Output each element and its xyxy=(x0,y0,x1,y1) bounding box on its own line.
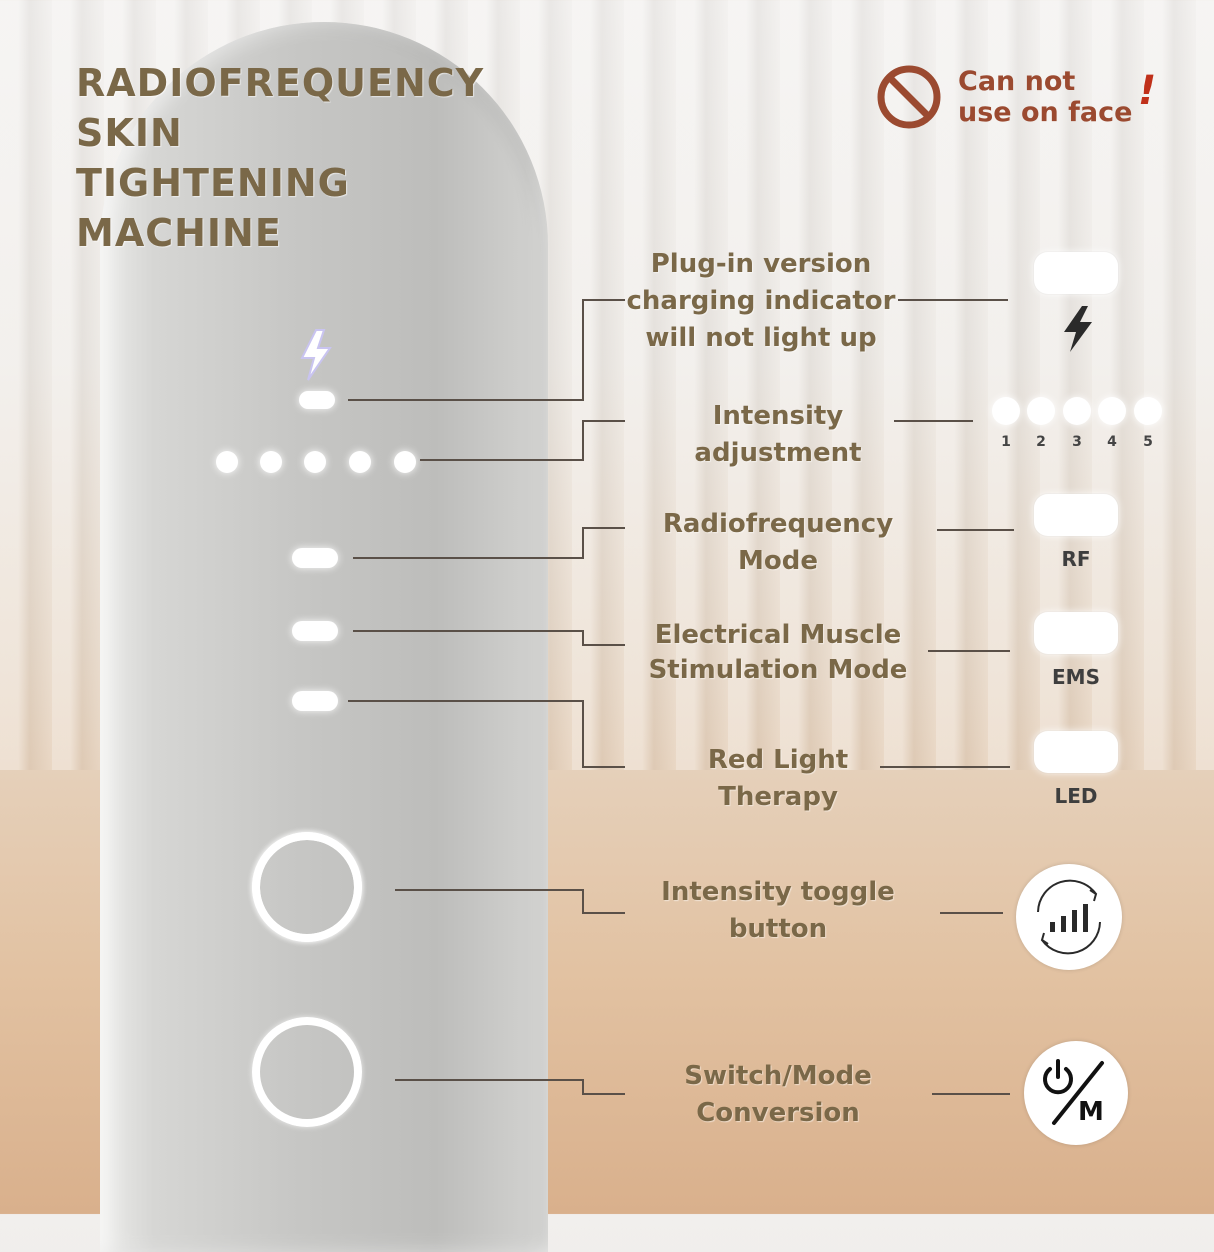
face-warning: Can not use on face ! xyxy=(874,62,1164,132)
rf-indicator-pill xyxy=(1034,494,1118,536)
intensity-level-dot xyxy=(1098,397,1126,425)
charging-indicator-pill xyxy=(1034,252,1118,294)
intensity-cycle-icon xyxy=(1037,879,1101,955)
device-intensity-dot xyxy=(216,451,238,473)
power-mode-icon-circle: M xyxy=(1024,1041,1128,1145)
device-intensity-dot xyxy=(349,451,371,473)
level-number: 4 xyxy=(1107,434,1117,450)
title-line: MACHINE xyxy=(76,211,282,255)
warning-line: Can not xyxy=(958,66,1076,97)
device-ems-indicator xyxy=(292,621,338,641)
device-intensity-dot xyxy=(304,451,326,473)
device-led-indicator xyxy=(292,691,338,711)
intensity-level-dot xyxy=(1134,397,1162,425)
level-number: 1 xyxy=(1001,434,1011,450)
lightning-bolt-icon xyxy=(1064,306,1092,352)
led-caption: LED xyxy=(1054,784,1098,808)
level-number: 3 xyxy=(1072,434,1082,450)
exclamation-mark: ! xyxy=(1138,68,1157,114)
device-intensity-dot xyxy=(260,451,282,473)
led-indicator-pill xyxy=(1034,731,1118,773)
title-line: RADIOFREQUENCY xyxy=(76,61,485,105)
title-line: TIGHTENING xyxy=(76,161,350,205)
intensity-level-dot xyxy=(1063,397,1091,425)
power-mode-button[interactable] xyxy=(252,1017,362,1127)
rf-caption: RF xyxy=(1061,547,1091,571)
intensity-level-dot xyxy=(992,397,1020,425)
title-line: SKIN xyxy=(76,111,183,155)
level-number: 2 xyxy=(1036,434,1046,450)
warning-line: use on face xyxy=(958,97,1133,128)
device-bolt-icon xyxy=(300,329,332,381)
warning-text: Can not use on face xyxy=(958,66,1132,128)
level-number: 5 xyxy=(1143,434,1153,450)
device-charge-indicator xyxy=(299,391,335,409)
product-title: RADIOFREQUENCY SKIN TIGHTENING MACHINE xyxy=(76,58,484,258)
prohibited-icon xyxy=(877,65,941,129)
device-rf-indicator xyxy=(292,548,338,568)
mode-letter: M xyxy=(1078,1097,1104,1127)
intensity-level-dot xyxy=(1027,397,1055,425)
power-mode-icon xyxy=(1043,1059,1104,1125)
ems-indicator-pill xyxy=(1034,612,1118,654)
intensity-toggle-icon-circle xyxy=(1016,864,1122,970)
device-intensity-dot xyxy=(394,451,416,473)
intensity-toggle-button[interactable] xyxy=(252,832,362,942)
ems-caption: EMS xyxy=(1052,665,1100,689)
leader-lines xyxy=(348,299,1014,1095)
